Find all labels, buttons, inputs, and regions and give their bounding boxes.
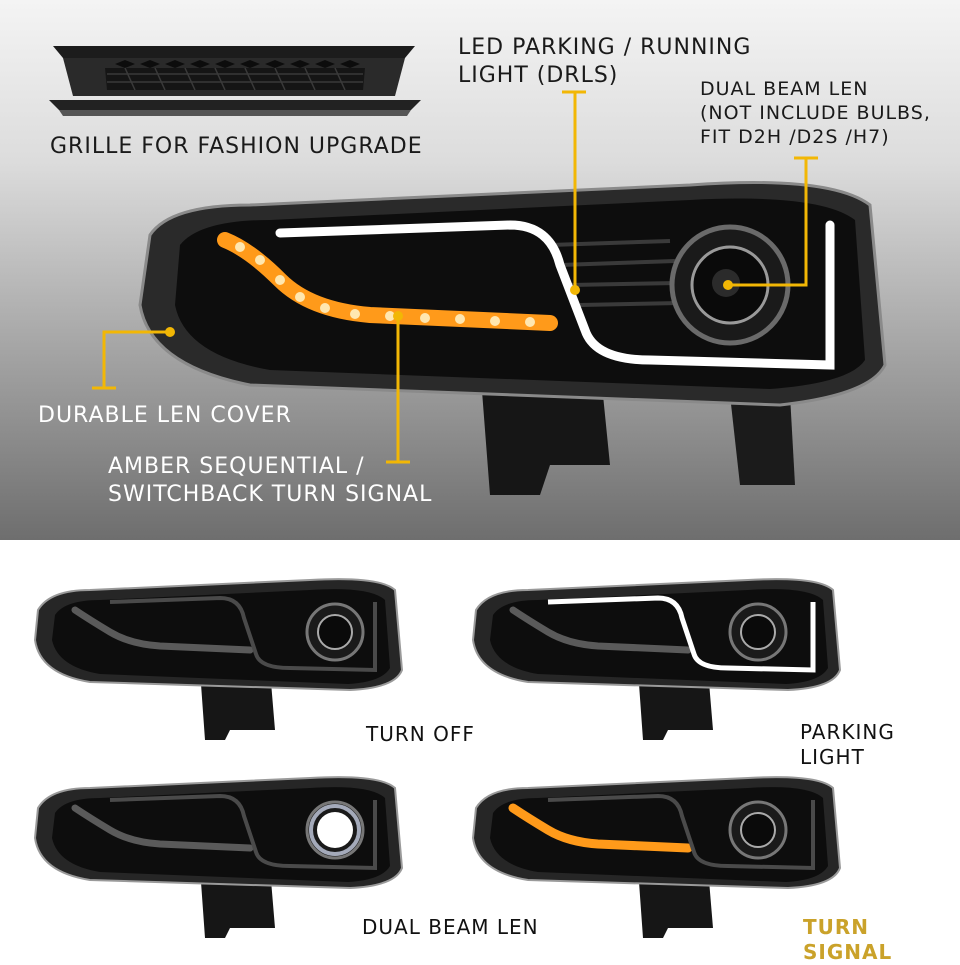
turn-signal-callout-label: AMBER SEQUENTIAL / SWITCHBACK TURN SIGNA… (108, 454, 433, 507)
hero-panel: GRILLE FOR FASHION UPGRADE LED PARKING /… (0, 0, 960, 540)
callout-lines (92, 90, 818, 464)
headlight-turn-off-image (33, 578, 404, 740)
lighting-modes-panel: TURN OFF PARKING LIGHT DUAL BEAM LEN TUR… (0, 540, 960, 964)
mode-turn-signal-label: TURN SIGNAL (803, 915, 893, 964)
headlight-turn-signal-image (471, 776, 842, 938)
drl-callout-label: LED PARKING / RUNNING LIGHT (DRLS) (458, 35, 752, 88)
lens-cover-callout-label: DURABLE LEN COVER (38, 403, 292, 428)
headlight-main-image (138, 181, 887, 495)
grille-callout-label: GRILLE FOR FASHION UPGRADE (50, 134, 423, 159)
headlight-dual-beam-image (33, 776, 404, 938)
mode-parking-label: PARKING LIGHT (800, 720, 895, 769)
dual-beam-callout-label: DUAL BEAM LEN (NOT INCLUDE BULBS, FIT D2… (700, 78, 931, 148)
mode-dual-beam-label: DUAL BEAM LEN (362, 915, 539, 939)
headlight-parking-image (471, 578, 842, 740)
mode-turn-off-label: TURN OFF (366, 722, 475, 746)
grille-image (49, 46, 421, 116)
